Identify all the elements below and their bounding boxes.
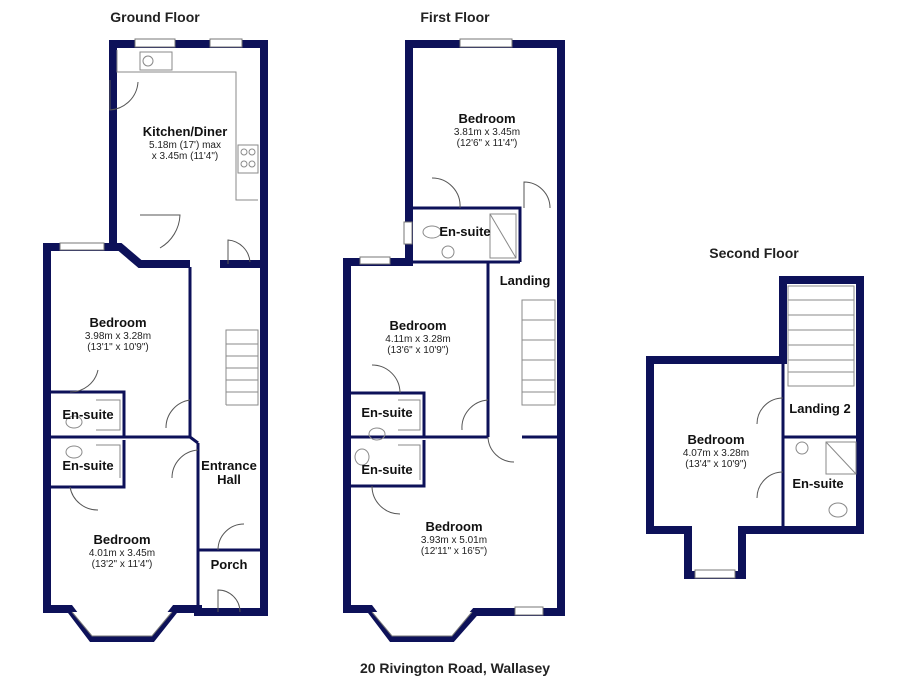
ground-floor [43,38,268,642]
shower-icon [96,399,121,431]
second-floor-outer-wall [646,276,864,579]
ff-bedroom2-dimensions-metric: 4.11m x 3.28m [385,334,450,345]
bedroom1-door-icon [431,177,461,209]
first-floor [343,38,565,642]
toilet-icon [828,502,848,518]
entrance-hall-label-line2: Hall [217,472,241,487]
sf-bedroom-label: Bedroom [687,432,744,447]
bay-window [371,611,473,637]
gf-bedroom2-label: Bedroom [93,532,150,547]
kitchen-window-2 [209,38,243,48]
gf-ensuite1-label: En-suite [62,407,113,422]
ff-bedroom1-dimensions-imperial: (12'6" x 11'4") [457,138,518,149]
gf-ensuite2-label: En-suite [62,458,113,473]
ff-landing-label: Landing [500,273,551,288]
ensuite1-door-icon [69,369,99,393]
shower-icon [489,213,517,259]
hall-door-icon [227,239,251,264]
front-door-icon [217,589,241,613]
kitchen-label: Kitchen/Diner [143,124,228,139]
shower-icon [825,441,857,475]
second-floor [646,276,864,579]
bedroom-window [694,569,736,579]
ff-bedroom2-label: Bedroom [389,318,446,333]
ff-bedroom2-dimensions-imperial: (13'6" x 10'9") [387,345,449,356]
ensuite-top-wall [409,206,522,262]
hob-icon [237,144,259,174]
ensuite-door-icon [756,471,784,499]
kitchen-inner-door-icon [140,214,181,249]
sf-ensuite-label: En-suite [792,476,843,491]
second-floor-title: Second Floor [709,245,799,261]
sink-bowl-icon [142,55,154,67]
gf-bedroom2-dimensions-metric: 4.01m x 3.45m [89,548,155,559]
ensuite3-door-icon [371,485,401,515]
gf-bedroom2-dimensions-imperial: (13'2" x 11'4") [92,559,153,570]
toilet-icon [65,415,83,429]
kitchen-window-1 [134,38,176,48]
ground-floor-title: Ground Floor [110,9,200,25]
landing-door-icon [523,181,551,209]
ensuite3-wall [350,440,426,488]
ff-bedroom3-label: Bedroom [425,519,482,534]
bedroom2-door-icon [171,449,199,479]
shower-icon [398,444,421,480]
ensuite2-door-icon [69,486,99,511]
toilet-icon [65,445,83,459]
sf-bedroom-dimensions-imperial: (13'4" x 10'9") [685,459,747,470]
kitchen-dimensions-imperial: x 3.45m (11'4") [152,151,218,162]
ff-bedroom3-dimensions-metric: 3.93m x 5.01m [421,535,487,546]
kitchen-dimensions-metric: 5.18m (17') max [149,140,221,151]
kitchen-door-icon [109,80,139,111]
stairs-icon [787,285,855,387]
entrance-hall-label-line1: Entrance [201,458,257,473]
toilet-icon [422,225,442,239]
ff-ensuite3-label: En-suite [361,462,412,477]
sink-icon [139,51,173,71]
bedroom1-window [459,38,513,48]
ff-bedroom1-label: Bedroom [458,111,515,126]
kitchen-counter [116,50,258,201]
toilet-icon [354,448,370,466]
mid-wall [47,435,199,445]
gf-bedroom1-label: Bedroom [89,315,146,330]
basin-icon [795,441,809,455]
porch-door-icon [217,523,245,551]
sf-landing-label: Landing 2 [789,401,850,416]
gf-bedroom1-dimensions-metric: 3.98m x 3.28m [85,331,151,342]
porch-label: Porch [211,557,248,572]
ensuite-window [403,221,413,245]
shower-icon [96,444,121,478]
stairs-icon [225,329,259,406]
bedroom3-door-icon [487,436,515,463]
bedroom2-door-icon [461,399,489,431]
bedroom2-window [359,256,391,265]
bedroom-window [59,242,105,251]
bedroom1-door-icon [165,399,191,429]
basin-icon [441,245,455,259]
shower-icon [398,399,421,431]
ensuite2-wall [50,440,126,489]
ensuite2-wall [350,391,426,437]
bedroom3-window [514,606,544,616]
ensuite2-door-icon [371,364,401,394]
stairs-icon [521,299,556,406]
ff-ensuite2-label: En-suite [361,405,412,420]
gf-bedroom1-dimensions-imperial: (13'1" x 10'9") [87,342,149,353]
first-floor-title: First Floor [420,9,490,25]
property-address: 20 Rivington Road, Wallasey [360,660,550,676]
ff-bedroom3-dimensions-imperial: (12'11" x 16'5") [421,546,487,557]
bay-window [71,611,173,637]
ff-ensuite1-label: En-suite [439,224,490,239]
bedroom-door-icon [756,397,784,425]
toilet-icon [368,427,386,441]
ff-bedroom1-dimensions-metric: 3.81m x 3.45m [454,127,520,138]
sf-bedroom-dimensions-metric: 4.07m x 3.28m [683,448,749,459]
